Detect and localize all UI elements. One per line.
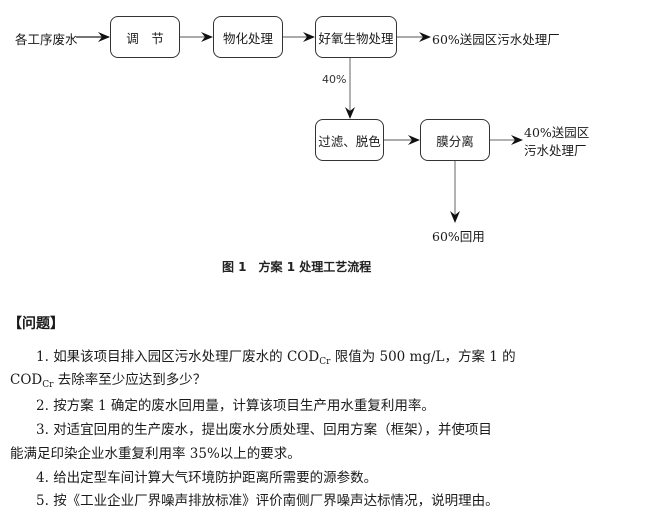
source-label: 各工序废水 <box>15 32 78 47</box>
question-text: 按《工业企业厂界噪声排放标准》评价南侧厂界噪声达标情况，说明理由。 <box>53 493 499 509</box>
question-1-continued: CODCr 去除率至少应达到多少？ <box>10 371 207 390</box>
questions-heading: 【问题】 <box>8 316 64 332</box>
question-text: COD <box>10 372 43 388</box>
label-40-percent: 40% <box>322 73 347 86</box>
node-haoyang: 好氧生物处理 <box>315 16 397 58</box>
output-reuse: 60%回用 <box>432 229 485 244</box>
subscript: Cr <box>42 380 54 390</box>
question-4: 4. 给出定型车间计算大气环境防护距离所需要的源参数。 <box>36 469 377 487</box>
question-text: 如果该项目排入园区污水处理厂废水的 COD <box>53 349 320 365</box>
subscript: Cr <box>319 357 331 367</box>
question-number: 1. <box>36 349 49 365</box>
output-mofenli-park-line1: 40%送园区 <box>524 125 590 140</box>
output-haoyang-park: 60%送园区污水处理厂 <box>432 32 560 47</box>
question-text: 限值为 500 mg/L，方案 1 的 <box>330 349 516 365</box>
question-number: 3. <box>36 422 49 438</box>
question-text: 对适宜回用的生产废水，提出废水分质处理、回用方案（框架），并使项目 <box>53 422 492 438</box>
figure-caption: 图 1 方案 1 处理工艺流程 <box>222 260 372 274</box>
output-mofenli-park-line2: 污水处理厂 <box>524 143 587 158</box>
question-text: 按方案 1 确定的废水回用量，计算该项目生产用水重复利用率。 <box>53 398 435 414</box>
question-text: 去除率至少应达到多少？ <box>53 372 207 388</box>
question-3-continued: 能满足印染企业水重复利用率 35%以上的要求。 <box>10 446 301 462</box>
question-number: 4. <box>36 470 49 486</box>
node-guolv: 过滤、脱色 <box>315 119 384 161</box>
node-wuhua: 物化处理 <box>213 16 283 58</box>
question-1: 1. 如果该项目排入园区污水处理厂废水的 CODCr 限值为 500 mg/L，… <box>36 348 516 367</box>
question-text: 给出定型车间计算大气环境防护距离所需要的源参数。 <box>53 470 378 486</box>
question-3: 3. 对适宜回用的生产废水，提出废水分质处理、回用方案（框架），并使项目 <box>36 421 492 439</box>
node-mofenli: 膜分离 <box>420 119 490 161</box>
question-number: 5. <box>36 493 49 509</box>
output-mofenli-park: 40%送园区 污水处理厂 <box>524 124 589 160</box>
question-2: 2. 按方案 1 确定的废水回用量，计算该项目生产用水重复利用率。 <box>36 397 435 415</box>
question-number: 2. <box>36 398 49 414</box>
node-tiaojie: 调 节 <box>110 16 180 58</box>
flow-connectors <box>76 32 523 223</box>
question-5: 5. 按《工业企业厂界噪声排放标准》评价南侧厂界噪声达标情况，说明理由。 <box>36 492 499 510</box>
